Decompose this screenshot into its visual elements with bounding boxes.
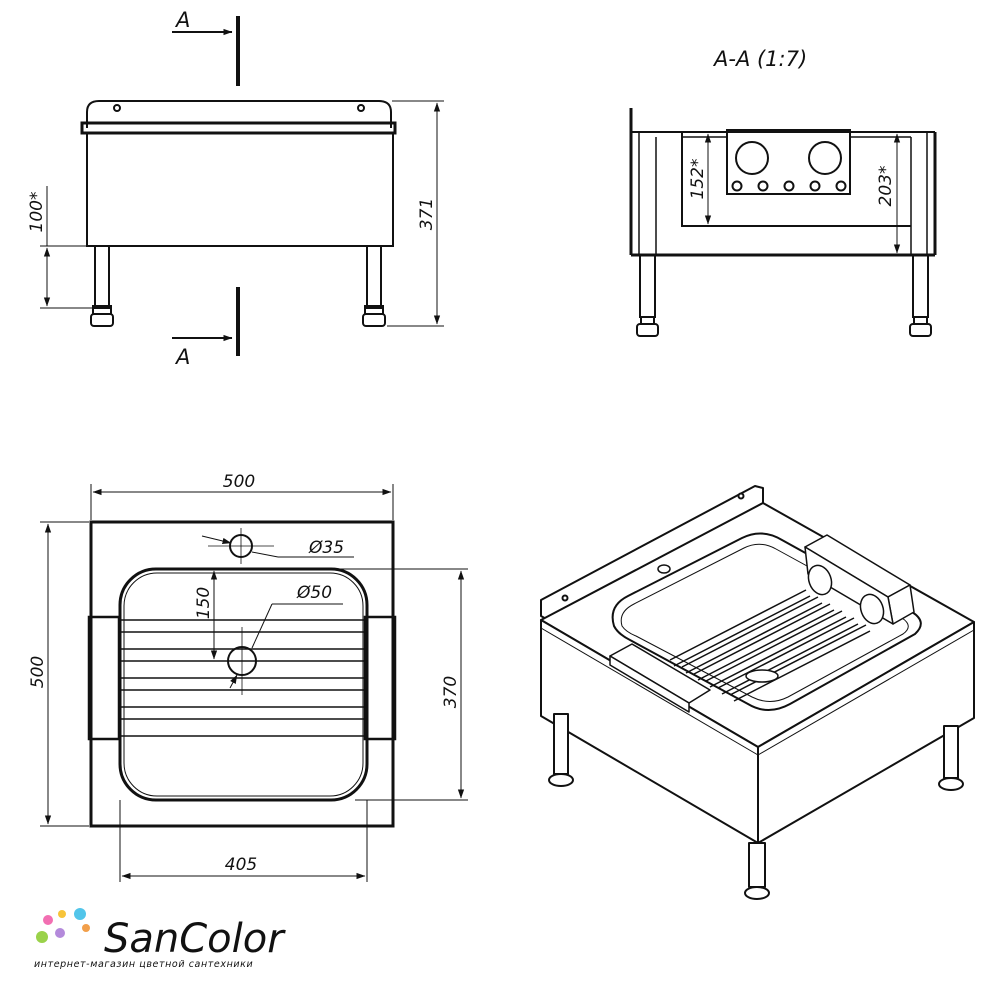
logo-dot xyxy=(43,915,53,925)
top-view xyxy=(40,484,468,882)
dim-leg-100: 100* xyxy=(27,192,47,233)
isometric-view xyxy=(540,485,975,900)
dim-bowl-width-405: 405 xyxy=(225,855,257,875)
brand-tagline: интернет-магазин цветной сантехники xyxy=(34,959,253,970)
dim-offset-150: 150 xyxy=(194,587,214,619)
logo-dot xyxy=(55,928,65,938)
dim-bowl-depth-370: 370 xyxy=(441,676,461,708)
section-label-top: A xyxy=(174,8,190,32)
brand-logo: SanColor интернет-магазин цветной сантех… xyxy=(34,908,286,970)
dim-width-500: 500 xyxy=(223,472,255,492)
dim-section-152: 152* xyxy=(688,159,708,200)
dim-tap-hole: Ø35 xyxy=(308,538,344,558)
logo-dots-icon xyxy=(36,908,90,943)
logo-dot xyxy=(82,924,90,932)
section-title: A-A (1:7) xyxy=(712,47,807,71)
dim-height-371: 371 xyxy=(417,198,437,230)
dim-drain: Ø50 xyxy=(296,583,332,603)
logo-dot xyxy=(36,931,48,943)
front-view xyxy=(40,16,444,356)
dim-depth-500: 500 xyxy=(28,656,48,688)
logo-dot xyxy=(74,908,86,920)
section-label-bottom: A xyxy=(174,345,190,369)
logo-dot xyxy=(58,910,66,918)
section-view xyxy=(629,108,937,337)
brand-name: SanColor xyxy=(104,916,286,962)
dim-section-203: 203* xyxy=(876,166,896,207)
